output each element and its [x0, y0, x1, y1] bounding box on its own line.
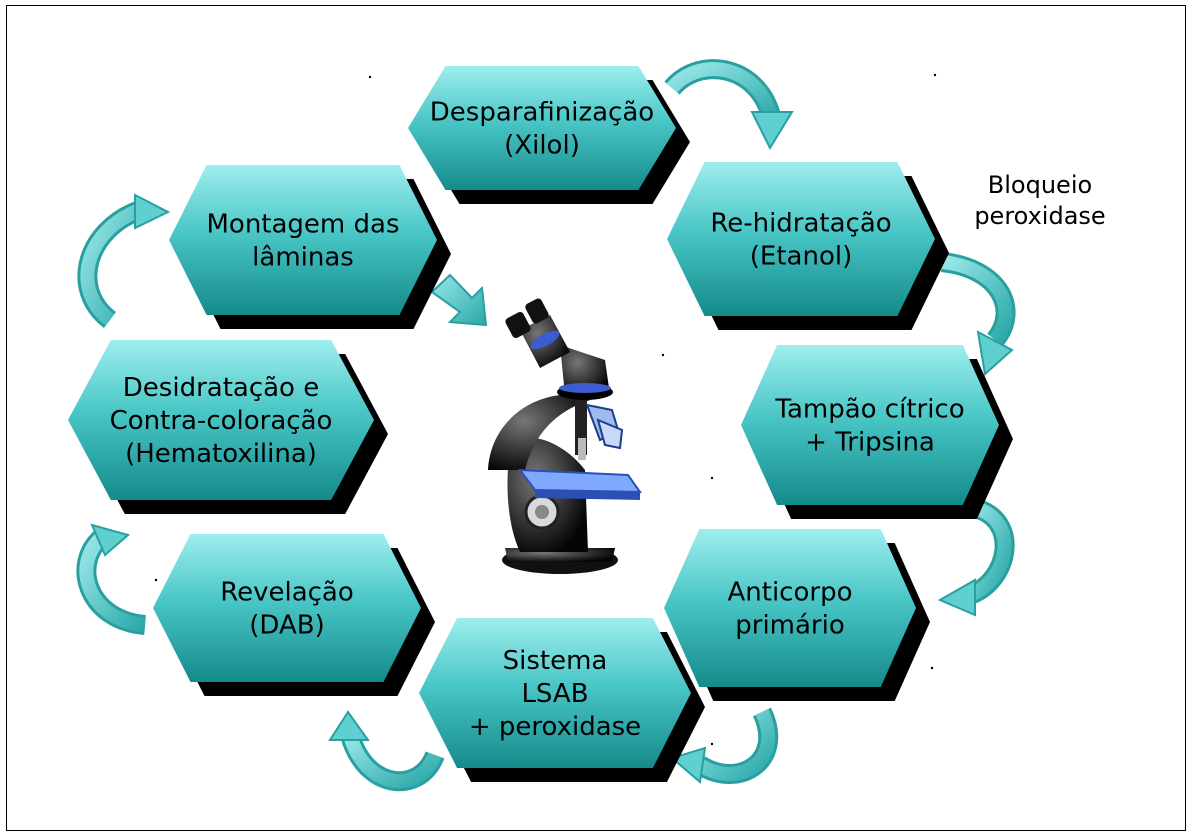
- step-rehidratacao: Re-hidratação(Etanol): [667, 162, 949, 330]
- step-label-line: Desidratação e: [123, 373, 319, 403]
- step-label-line: (Etanol): [750, 242, 852, 272]
- arrow-step6-to-step7: [76, 523, 147, 635]
- arrow-step1-to-step2: [664, 59, 794, 151]
- step-label-line: Sistema: [503, 646, 608, 676]
- arrows-group: [76, 59, 1016, 792]
- step-tampao: Tampão cítrico+ Tripsina: [741, 345, 1013, 519]
- side-label-line-1: Bloqueio: [988, 171, 1092, 199]
- step-label-line: Revelação: [220, 578, 354, 608]
- step-label-line: Contra-coloração: [110, 406, 333, 436]
- arrow-step7-to-step8: [77, 193, 171, 328]
- step-hexagon: [664, 529, 916, 687]
- step-hexagon: [741, 345, 999, 505]
- step-hexagon: [153, 534, 421, 682]
- step-revelacao: Revelação(DAB): [153, 534, 435, 696]
- arrow-step4-to-step5: [669, 707, 779, 784]
- microscope-icon: [488, 298, 642, 574]
- step-desidratacao: Desidratação eContra-coloração(Hematoxil…: [68, 340, 388, 514]
- arrow-step2-to-step3: [940, 252, 1016, 376]
- step-hexagon: [419, 618, 691, 768]
- arrow-step5-to-step6: [328, 710, 445, 792]
- step-label-line: + peroxidase: [469, 712, 641, 742]
- step-desparafinizacao: Desparafinização(Xilol): [408, 66, 690, 204]
- step-label-line: Desparafinização: [430, 98, 654, 128]
- step-hexagon: [68, 340, 374, 500]
- side-label-line-2: peroxidase: [974, 202, 1105, 230]
- step-label-line: (Xilol): [504, 131, 580, 161]
- specks: [154, 73, 937, 746]
- step-label-line: Anticorpo: [728, 578, 853, 608]
- step-label-line: Tampão cítrico: [774, 395, 964, 425]
- step-label-line: (DAB): [249, 611, 324, 641]
- step-label-line: + Tripsina: [805, 428, 935, 458]
- step-label-line: (Hematoxilina): [125, 439, 317, 469]
- step-hexagon: [408, 66, 676, 190]
- step-label-line: lâminas: [252, 243, 354, 273]
- step-label-line: LSAB: [521, 679, 588, 709]
- arrow-step8-to-center: [430, 273, 488, 327]
- step-label-line: Montagem das: [206, 210, 399, 240]
- step-hexagon: [667, 162, 935, 316]
- step-label-line: primário: [735, 611, 845, 641]
- step-label-line: Re-hidratação: [710, 209, 891, 239]
- step-hexagon: [169, 165, 437, 315]
- arrow-step3-to-step4: [937, 498, 1015, 617]
- steps-group: Desparafinização(Xilol)Re-hidratação(Eta…: [68, 66, 1013, 782]
